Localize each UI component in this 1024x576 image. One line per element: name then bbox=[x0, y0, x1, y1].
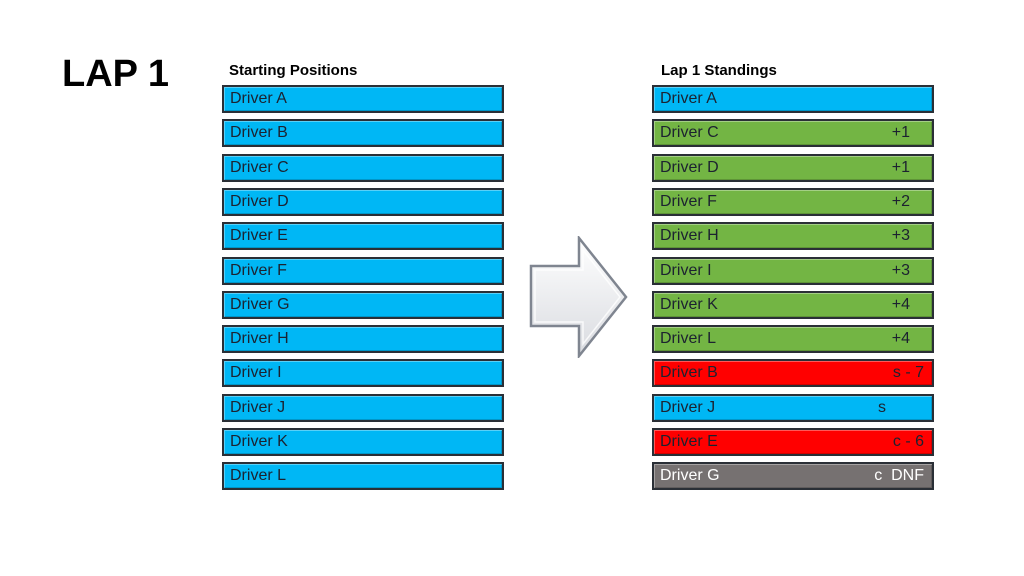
driver-row: Driver J bbox=[222, 393, 504, 422]
driver-name: Driver E bbox=[230, 227, 288, 245]
driver-name: Driver L bbox=[660, 330, 717, 348]
position-change: s bbox=[878, 398, 886, 416]
driver-row: Driver J s bbox=[652, 393, 934, 422]
driver-row: Driver F bbox=[222, 256, 504, 285]
driver-row: Driver K +4 bbox=[652, 290, 934, 319]
driver-row: Driver D +1 bbox=[652, 153, 934, 182]
driver-row: Driver A bbox=[652, 85, 934, 113]
right-arrow-icon bbox=[529, 236, 628, 358]
driver-row: Driver A bbox=[222, 85, 504, 113]
driver-name: Driver A bbox=[230, 90, 287, 107]
driver-name: Driver K bbox=[230, 433, 288, 450]
driver-row: Driver B bbox=[222, 119, 504, 148]
driver-name: Driver E bbox=[660, 433, 718, 450]
position-change: c - 6 bbox=[892, 433, 924, 450]
driver-name: Driver F bbox=[660, 192, 717, 210]
position-change: +1 bbox=[891, 158, 910, 176]
driver-name: Driver I bbox=[230, 364, 282, 382]
driver-row: Driver H +3 bbox=[652, 222, 934, 251]
position-change: +4 bbox=[891, 330, 910, 348]
driver-row: Driver I bbox=[222, 359, 504, 388]
driver-row: Driver D bbox=[222, 187, 504, 216]
driver-row: Driver G c DNF bbox=[652, 462, 934, 491]
position-change: s - 7 bbox=[892, 364, 924, 382]
driver-row: Driver B s - 7 bbox=[652, 359, 934, 388]
driver-name: Driver I bbox=[660, 261, 712, 279]
driver-name: Driver J bbox=[660, 398, 716, 416]
driver-name: Driver K bbox=[660, 295, 718, 313]
driver-name: Driver L bbox=[230, 467, 287, 485]
driver-name: Driver H bbox=[230, 330, 289, 348]
driver-name: Driver C bbox=[660, 124, 719, 142]
driver-row: Driver H bbox=[222, 325, 504, 354]
position-change: +2 bbox=[891, 192, 910, 210]
driver-name: Driver J bbox=[230, 398, 286, 416]
driver-row: Driver L +4 bbox=[652, 325, 934, 354]
driver-name: Driver G bbox=[230, 295, 290, 313]
position-change: +1 bbox=[891, 124, 910, 142]
position-change: +3 bbox=[891, 261, 910, 279]
driver-row: Driver E c - 6 bbox=[652, 428, 934, 456]
driver-name: Driver B bbox=[230, 124, 288, 142]
driver-row: Driver E bbox=[222, 222, 504, 251]
driver-row: Driver I +3 bbox=[652, 256, 934, 285]
driver-row: Driver K bbox=[222, 428, 504, 456]
driver-name: Driver C bbox=[230, 158, 289, 176]
driver-name: Driver H bbox=[660, 227, 719, 245]
driver-name: Driver F bbox=[230, 261, 287, 279]
position-change: +4 bbox=[891, 295, 910, 313]
slide-title: LAP 1 bbox=[62, 53, 170, 95]
driver-row: Driver C bbox=[222, 153, 504, 182]
driver-name: Driver A bbox=[660, 90, 717, 107]
driver-name: Driver G bbox=[660, 467, 720, 485]
lap1-standings-heading: Lap 1 Standings bbox=[661, 62, 777, 79]
starting-positions-heading: Starting Positions bbox=[229, 62, 358, 79]
driver-name: Driver D bbox=[230, 192, 289, 210]
position-change: +3 bbox=[891, 227, 910, 245]
driver-row: Driver C +1 bbox=[652, 119, 934, 148]
driver-row: Driver L bbox=[222, 462, 504, 491]
driver-name: Driver B bbox=[660, 364, 718, 382]
driver-row: Driver G bbox=[222, 290, 504, 319]
driver-row: Driver F +2 bbox=[652, 187, 934, 216]
driver-name: Driver D bbox=[660, 158, 719, 176]
position-change: c DNF bbox=[874, 467, 924, 485]
